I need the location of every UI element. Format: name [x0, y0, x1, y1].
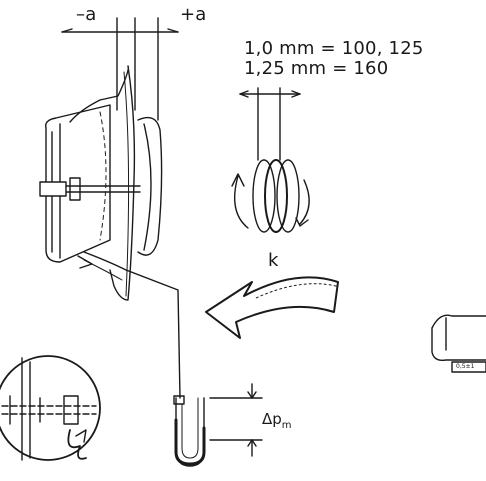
delta-p-subscript: m: [281, 420, 292, 431]
u-tube-manometer: [173, 395, 206, 467]
adjusting-disc: [137, 116, 163, 256]
curved-arrow-k-icon: [205, 276, 339, 339]
detail-magnifier: [0, 355, 101, 461]
delta-p-symbol: Δp: [262, 410, 282, 428]
minus-a-label: –a: [76, 4, 97, 25]
measuring-tube: [77, 251, 181, 399]
small-part-label: 0,5±1: [456, 363, 475, 370]
plus-a-label: +a: [180, 4, 207, 25]
arrow-k-label: k: [268, 250, 279, 271]
small-part-icon: [431, 314, 486, 373]
dimension-line: [61, 17, 179, 121]
delta-p-label: Δpm: [262, 410, 292, 431]
spindle-shaft: [39, 177, 141, 201]
rule-line-2: 1,25 mm = 160: [244, 58, 389, 79]
rotation-arrow-icon: [231, 173, 310, 229]
spring-icon: [239, 87, 301, 233]
rule-line-1: 1,0 mm = 100, 125: [244, 38, 424, 59]
delta-p-dimension: [209, 383, 263, 457]
valve-cone: [69, 65, 136, 301]
